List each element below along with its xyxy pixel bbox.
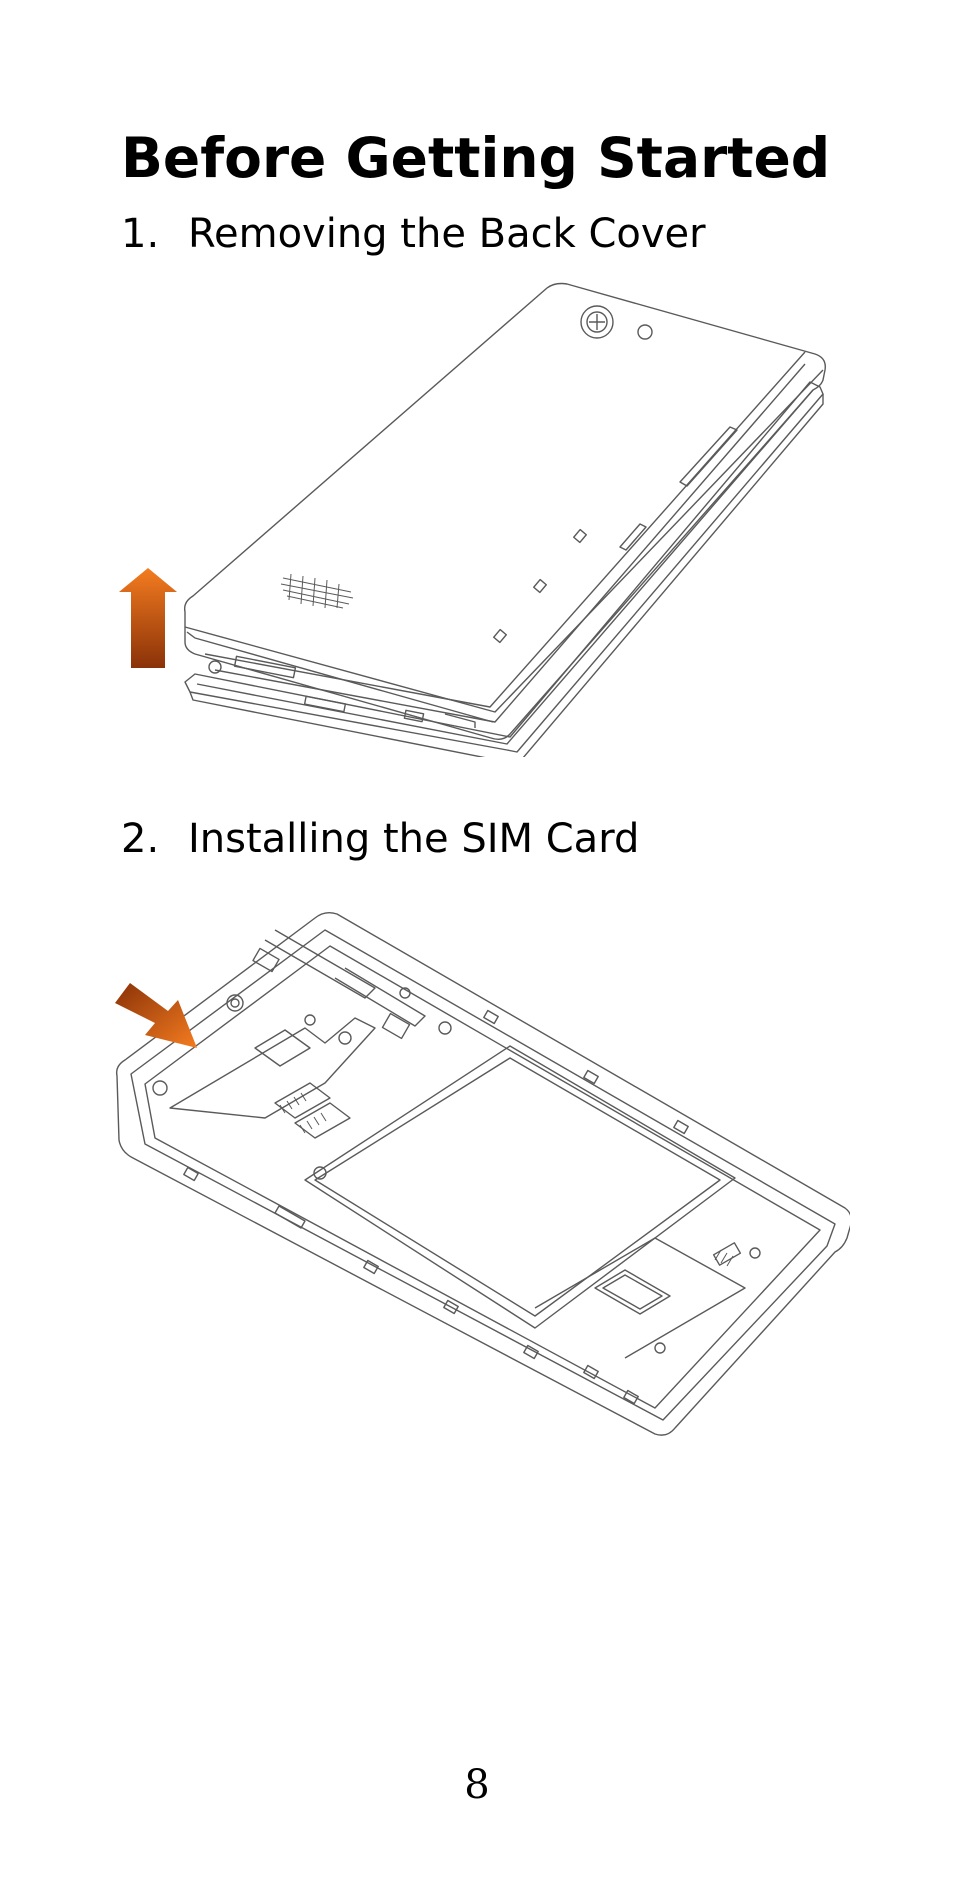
- arrow-down-right-icon: [115, 983, 197, 1048]
- step-number: 1.: [121, 211, 160, 257]
- back-cover-outline: [185, 284, 826, 740]
- sim-slot-2: [295, 1103, 350, 1138]
- page-number: 8: [464, 1762, 490, 1808]
- back-cover-removal-illustration: [119, 282, 835, 757]
- component-square: [595, 1270, 670, 1314]
- step-number: 2.: [121, 816, 160, 862]
- battery-compartment: [305, 1046, 735, 1328]
- step-installing-sim-card: 2. Installing the SIM Card: [121, 815, 639, 863]
- camera-hole: [581, 306, 613, 338]
- sim-tray-area: [170, 1018, 375, 1118]
- arrow-up-icon: [119, 568, 177, 668]
- step-removing-back-cover: 1. Removing the Back Cover: [121, 210, 706, 258]
- phone-body-outline: [185, 382, 823, 752]
- speaker-grille: [281, 574, 353, 608]
- flash-hole: [638, 325, 652, 339]
- sim-card-installation-illustration: [115, 908, 850, 1443]
- page-title: Before Getting Started: [121, 126, 831, 190]
- step-label: Installing the SIM Card: [188, 816, 640, 862]
- phone-body-side: [190, 394, 823, 757]
- phone-frame-outline: [117, 913, 850, 1435]
- step-label: Removing the Back Cover: [188, 211, 706, 257]
- sim-slot-1: [275, 1083, 330, 1118]
